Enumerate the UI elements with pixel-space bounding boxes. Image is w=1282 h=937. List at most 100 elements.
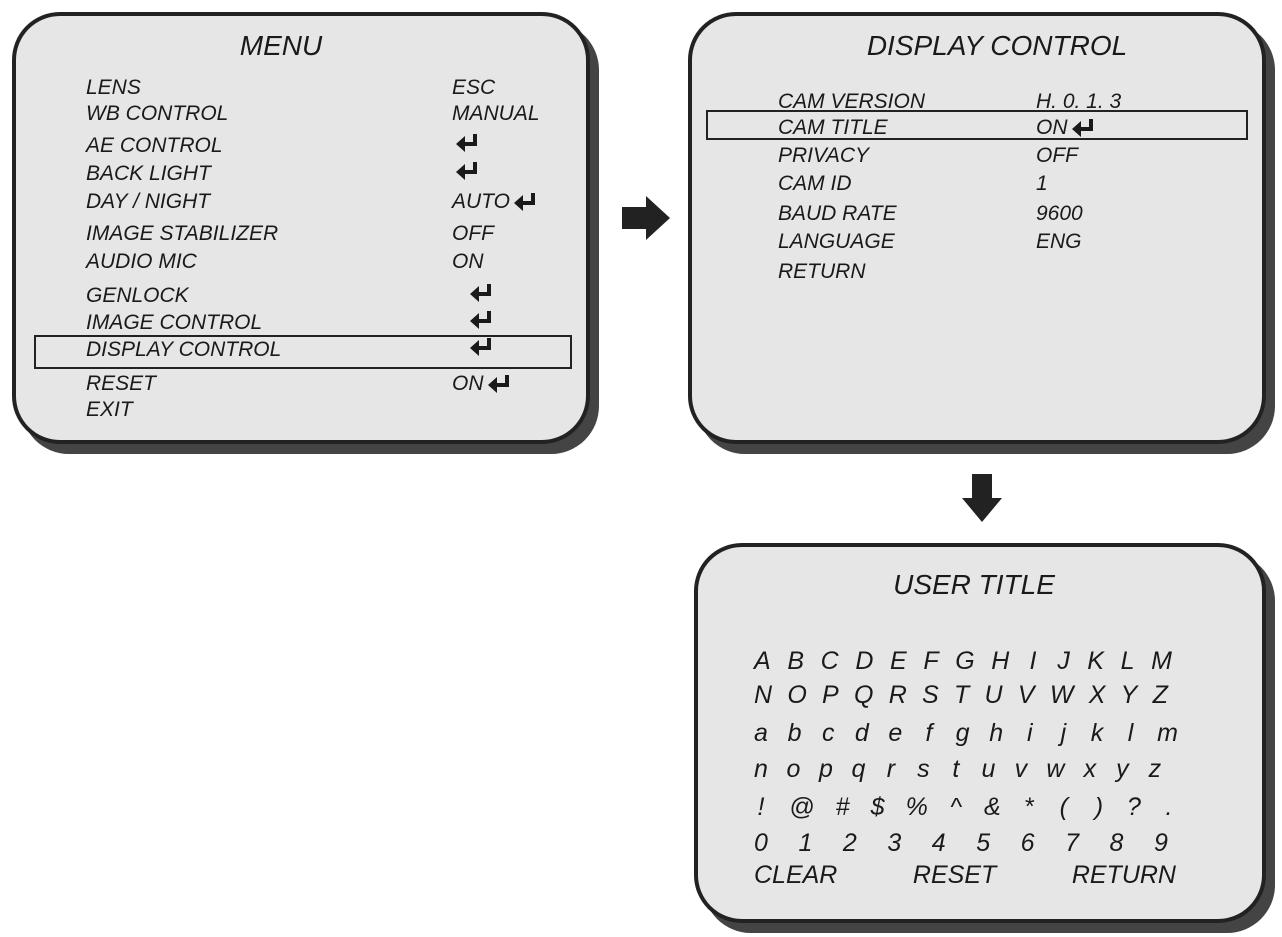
- character-key[interactable]: j: [1060, 719, 1067, 747]
- character-key[interactable]: 8: [1109, 829, 1124, 857]
- character-key[interactable]: I: [1029, 647, 1037, 675]
- character-key[interactable]: 7: [1065, 829, 1080, 857]
- character-key[interactable]: p: [819, 755, 833, 783]
- character-row: ! @ # $% ^&* ()?.: [754, 793, 1176, 822]
- character-key[interactable]: T: [954, 681, 970, 709]
- character-key[interactable]: x: [1083, 755, 1097, 783]
- character-key[interactable]: K: [1087, 647, 1104, 675]
- character-key[interactable]: h: [989, 719, 1004, 747]
- character-key[interactable]: P: [822, 681, 839, 709]
- character-key[interactable]: ?: [1126, 793, 1141, 821]
- arrow-down-icon: [962, 474, 1002, 527]
- menu-item-value-text: ENG: [1036, 230, 1082, 253]
- character-key[interactable]: %: [905, 793, 928, 821]
- character-key[interactable]: F: [923, 647, 939, 675]
- character-key[interactable]: ^: [950, 793, 962, 821]
- character-key[interactable]: !: [757, 793, 765, 821]
- character-key[interactable]: W: [1049, 681, 1074, 709]
- character-key[interactable]: s: [917, 755, 930, 783]
- character-key[interactable]: f: [925, 719, 933, 747]
- character-key[interactable]: u: [981, 755, 996, 783]
- character-key[interactable]: N: [754, 681, 773, 709]
- menu-item-label: AE CONTROL: [86, 134, 223, 157]
- character-key[interactable]: w: [1046, 755, 1065, 783]
- menu-item-value-text: ON: [1036, 116, 1068, 139]
- character-key[interactable]: O: [787, 681, 807, 709]
- character-key[interactable]: z: [1148, 755, 1162, 783]
- character-key[interactable]: V: [1017, 681, 1035, 709]
- character-key[interactable]: 0: [754, 829, 768, 857]
- clear-button[interactable]: CLEAR: [754, 861, 838, 889]
- character-key[interactable]: g: [955, 719, 970, 747]
- menu-item-label: LANGUAGE: [778, 230, 895, 253]
- menu-item-value: ESC: [452, 76, 495, 100]
- character-key[interactable]: X: [1088, 681, 1106, 709]
- character-key[interactable]: e: [888, 719, 903, 747]
- character-key[interactable]: $: [870, 793, 885, 821]
- character-key[interactable]: 4: [931, 829, 946, 857]
- character-key[interactable]: 3: [887, 829, 902, 857]
- character-key[interactable]: *: [1023, 793, 1034, 821]
- character-key[interactable]: 9: [1153, 829, 1168, 857]
- display-control-title: DISPLAY CONTROL: [866, 30, 1128, 61]
- return-button[interactable]: RETURN: [1071, 861, 1176, 889]
- character-key[interactable]: ): [1094, 793, 1104, 821]
- enter-icon: [470, 284, 492, 302]
- menu-item-value: H. 0. 1. 3: [1036, 90, 1121, 114]
- enter-icon: [470, 311, 492, 329]
- menu-item-value: [466, 284, 492, 302]
- menu-item-label: CAM VERSION: [778, 90, 926, 113]
- character-key[interactable]: y: [1116, 755, 1129, 783]
- character-key[interactable]: B: [787, 647, 804, 675]
- character-key[interactable]: U: [984, 681, 1003, 709]
- enter-icon: [1071, 119, 1094, 137]
- character-key[interactable]: b: [787, 719, 802, 747]
- menu-item-value: [466, 311, 492, 329]
- reset-button[interactable]: RESET: [912, 861, 997, 889]
- menu-item-label: RESET: [86, 372, 157, 395]
- character-key[interactable]: n: [754, 755, 768, 783]
- character-key[interactable]: q: [851, 755, 866, 783]
- character-key[interactable]: &: [984, 793, 1001, 821]
- menu-item-value: 9600: [1036, 202, 1083, 226]
- character-key[interactable]: m: [1157, 719, 1178, 747]
- character-key[interactable]: 6: [1020, 829, 1035, 857]
- character-key[interactable]: H: [991, 647, 1010, 675]
- character-key[interactable]: r: [886, 755, 896, 783]
- enter-icon: [487, 375, 510, 393]
- character-key[interactable]: E: [890, 647, 907, 675]
- character-key[interactable]: Z: [1152, 681, 1168, 709]
- enter-icon: [470, 338, 492, 356]
- character-key[interactable]: .: [1165, 793, 1173, 821]
- character-key[interactable]: 5: [976, 829, 991, 857]
- character-key[interactable]: c: [821, 719, 835, 747]
- character-key[interactable]: 1: [798, 829, 813, 857]
- character-key[interactable]: L: [1120, 647, 1135, 675]
- character-key[interactable]: #: [835, 793, 850, 821]
- character-key[interactable]: D: [855, 647, 874, 675]
- character-key[interactable]: l: [1127, 719, 1134, 747]
- character-key[interactable]: S: [922, 681, 939, 709]
- character-key[interactable]: k: [1090, 719, 1104, 747]
- character-key[interactable]: A: [754, 647, 771, 675]
- character-key[interactable]: G: [955, 647, 975, 675]
- menu-item-value-text: ESC: [452, 76, 496, 99]
- character-key[interactable]: J: [1057, 647, 1070, 675]
- character-key[interactable]: a: [754, 719, 768, 747]
- character-key[interactable]: Y: [1120, 681, 1138, 709]
- character-key[interactable]: C: [820, 647, 839, 675]
- character-key[interactable]: (: [1059, 793, 1068, 821]
- character-key[interactable]: M: [1151, 647, 1172, 675]
- character-key[interactable]: @: [789, 793, 815, 821]
- character-key[interactable]: i: [1026, 719, 1033, 747]
- menu-title: MENU: [239, 30, 323, 61]
- character-key[interactable]: Q: [854, 681, 874, 709]
- character-key[interactable]: t: [952, 755, 960, 783]
- character-key[interactable]: o: [786, 755, 801, 783]
- menu-item-label: DAY / NIGHT: [86, 190, 211, 213]
- character-key[interactable]: d: [854, 719, 869, 747]
- character-key[interactable]: 2: [842, 829, 857, 857]
- character-key[interactable]: v: [1014, 755, 1028, 783]
- character-key[interactable]: R: [888, 681, 907, 709]
